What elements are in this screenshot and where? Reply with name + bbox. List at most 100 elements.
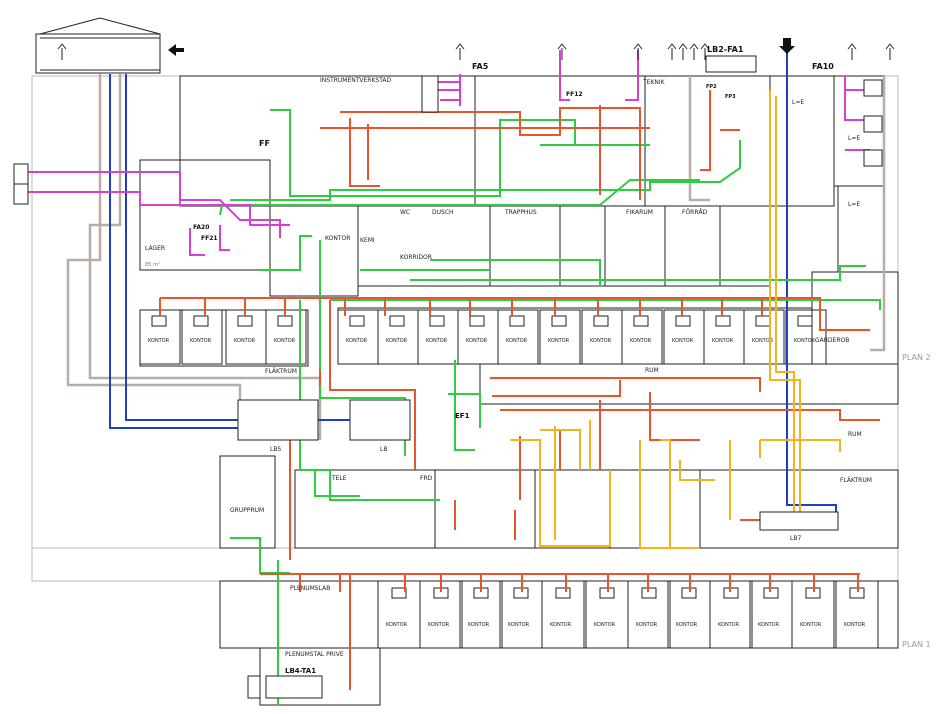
cable-yellow — [510, 90, 841, 549]
down-arrow-icon — [779, 38, 795, 54]
office-label: KONTOR — [550, 622, 572, 628]
label-ef1: EF1 — [455, 412, 470, 420]
up-arrow-head — [633, 43, 643, 50]
outlet-box — [593, 315, 609, 327]
office-label: KONTOR — [594, 622, 616, 628]
office-cell — [621, 309, 663, 365]
cable-green — [219, 109, 881, 705]
office-label: KONTOR — [800, 622, 822, 628]
office-label: KONTOR — [506, 338, 528, 344]
office-cell — [497, 309, 539, 365]
office-cell — [539, 309, 581, 365]
room-rum-2: RUM — [848, 431, 862, 438]
distribution-boards — [13, 55, 883, 699]
office-label: KONTOR — [844, 622, 866, 628]
room-plenum2: PLENUMSTAL PRIVE — [285, 651, 344, 658]
cable-magenta — [20, 50, 870, 256]
outlet-box — [349, 315, 365, 327]
office-label: KONTOR — [508, 622, 530, 628]
office-cell — [181, 309, 223, 365]
office-label: KONTOR — [636, 622, 658, 628]
office-cell — [743, 309, 785, 365]
cable-orange — [159, 90, 880, 690]
outlet-box — [429, 315, 445, 327]
office-label: KONTOR — [346, 338, 368, 344]
office-label: KONTOR — [548, 338, 570, 344]
outlet-box — [469, 315, 485, 327]
up-arrow-head — [455, 43, 465, 50]
outlet-box — [237, 315, 253, 327]
up-arrow-head — [847, 43, 857, 50]
room-le-2: L=E — [848, 135, 860, 142]
office-label: KONTOR — [794, 338, 816, 344]
office-label: KONTOR — [148, 338, 170, 344]
room-lager: LAGER — [145, 245, 165, 252]
office-cells-upper: KONTOR KONTOR KONTOR KONTOR KONTOR KONTOR KONT… — [139, 309, 827, 365]
office-label: KONTOR — [466, 338, 488, 344]
up-arrow-head — [689, 43, 699, 50]
up-arrow-head — [885, 43, 895, 50]
room-kontor-1: KONTOR — [325, 235, 350, 242]
outlet-box — [633, 315, 649, 327]
office-label: KONTOR — [468, 622, 490, 628]
room-instrument: INSTRUMENTVERKSTAD — [320, 77, 392, 84]
room-le: L=E — [792, 99, 804, 106]
room-dusch: DUSCH — [432, 209, 454, 216]
building-outline — [31, 75, 899, 649]
outlet-box — [797, 315, 813, 327]
up-arrow-head — [667, 43, 677, 50]
room-forrad: FÖRRÅD — [682, 209, 708, 216]
outlet-box — [151, 315, 167, 327]
office-label: KONTOR — [190, 338, 212, 344]
room-trapphus: TRAPPHUS — [504, 209, 537, 216]
labels: FA5 FA10 LB2-FA1 LB4-TA1 FF FF12 FA20 FF… — [145, 45, 931, 675]
rooftop-unit — [39, 17, 161, 71]
label-lb7: LB7 — [790, 535, 801, 542]
office-label: KONTOR — [274, 338, 296, 344]
outlet-box — [277, 315, 293, 327]
room-kemi: KEMI — [360, 237, 375, 244]
room-plenum: PLENUMSLAB — [290, 585, 330, 592]
label-fa5: FA5 — [472, 62, 489, 71]
office-label: KONTOR — [752, 338, 774, 344]
outlet-box — [755, 315, 771, 327]
room-fika: FIKARUM — [626, 209, 653, 216]
outlet-box — [509, 315, 525, 327]
outlet-box — [391, 587, 407, 599]
label-plan1: PLAN 1 — [902, 640, 931, 649]
up-arrow-head — [557, 43, 567, 50]
up-arrow-head — [678, 43, 688, 50]
label-plan2: PLAN 2 — [902, 353, 931, 362]
room-walls — [35, 33, 899, 706]
outlet-box — [715, 315, 731, 327]
room-grupprum: GRUPPRUM — [230, 507, 264, 514]
office-label: KONTOR — [676, 622, 698, 628]
outlet-box — [551, 315, 567, 327]
office-label: KONTOR — [590, 338, 612, 344]
label-fp2: FP2 — [706, 84, 717, 90]
office-label: KONTOR — [718, 622, 740, 628]
label-ff12: FF12 — [566, 91, 583, 98]
room-korridor: KORRIDOR — [400, 254, 432, 261]
office-label: KONTOR — [428, 622, 450, 628]
label-lb2: LB2-FA1 — [707, 45, 744, 54]
room-garderob: GARDEROB — [815, 337, 849, 344]
up-arrow-head — [700, 43, 710, 50]
label-fa10: FA10 — [812, 62, 834, 71]
office-label: KONTOR — [758, 622, 780, 628]
up-arrow-head — [57, 43, 67, 50]
room-tele: TELE — [331, 475, 347, 482]
office-label: KONTOR — [426, 338, 448, 344]
office-label: KONTOR — [712, 338, 734, 344]
outlet-box — [193, 315, 209, 327]
room-wc: WC — [400, 209, 410, 216]
label-lb6: LB — [380, 446, 387, 453]
outlet-box — [675, 315, 691, 327]
left-arrow-icon — [168, 44, 184, 56]
office-label: KONTOR — [386, 338, 408, 344]
label-fp3: FP3 — [725, 94, 736, 100]
office-cells-lower: KONTOR KONTOR KONTOR KONTOR KONTOR KONTOR KONT… — [377, 580, 879, 649]
label-ff21: FF21 — [201, 235, 218, 242]
room-frd: FRD — [420, 475, 433, 482]
